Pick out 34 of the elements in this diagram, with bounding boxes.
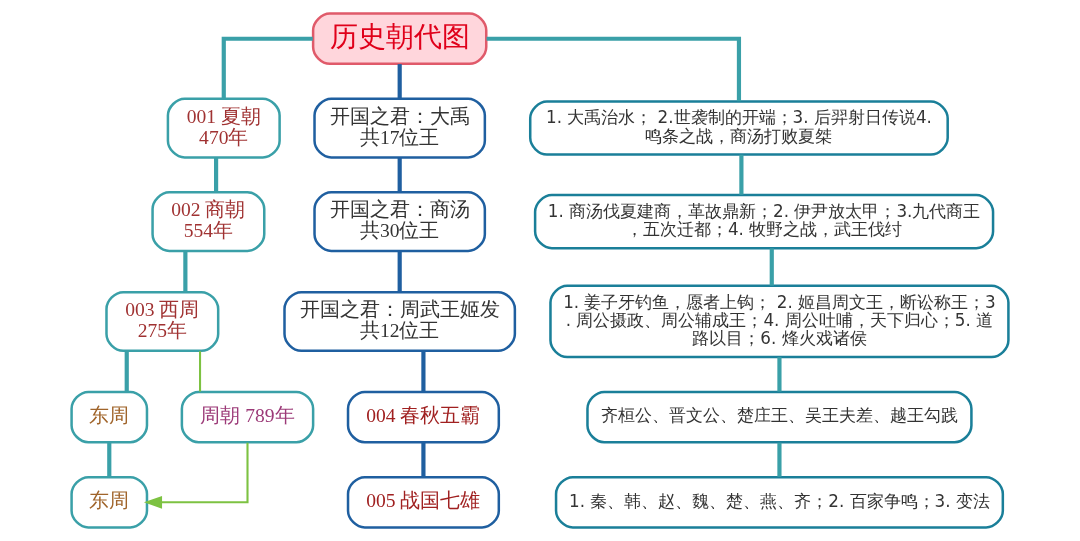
node-box: 1. 大禹治水； 2.世袭制的开端；3. 后羿射日传说4. 鸣条之战，商汤打败夏桀	[528, 100, 949, 156]
node-box: 历史朝代图	[311, 12, 488, 66]
node-box: 1. 商汤伐夏建商，革故鼎新；2. 伊尹放太甲；3.九代商王，五次迁都；4. 牧野之战，武王伐纣	[533, 193, 995, 250]
node-box: 005 战国七雄	[346, 475, 501, 529]
arrow	[143, 442, 249, 509]
node-box: 周朝 789年	[180, 390, 315, 444]
connector	[486, 36, 742, 102]
connector	[124, 351, 129, 392]
node-box: 东周	[70, 390, 149, 444]
node-box: 东周	[70, 475, 149, 529]
node-box: 1. 姜子牙钓鱼，愿者上钩； 2. 姬昌周文王，断讼称王；3. 周公摄政、周公辅成王；4. 周公吐哺，天下归心；5. 道路以目；6. 烽火戏诸侯	[549, 284, 1010, 359]
connector	[183, 251, 188, 292]
connector	[421, 442, 426, 477]
node-box: 齐桓公、晋文公、楚庄王、吴王夫差、越王勾践	[586, 390, 973, 444]
connector	[221, 36, 313, 99]
node-box: 1. 秦、韩、赵、魏、楚、燕、齐；2. 百家争鸣；3. 变法	[554, 475, 1005, 529]
connector	[777, 442, 782, 477]
connector	[199, 351, 202, 392]
connector	[107, 442, 112, 477]
node-box: 开国之君：周武王姬发 共12位王	[283, 290, 517, 353]
connector	[739, 154, 744, 195]
connector	[214, 157, 219, 192]
connector	[421, 351, 426, 392]
connector	[397, 251, 402, 292]
node-box: 001 夏朝 470年	[166, 97, 281, 159]
connector	[397, 157, 402, 192]
connector	[769, 248, 774, 286]
node-box: 002 商朝 554年	[151, 191, 266, 253]
node-box: 开国之君：商汤 共30位王	[313, 191, 487, 253]
connector	[777, 357, 782, 392]
node-box: 004 春秋五霸	[346, 390, 501, 444]
node-box: 开国之君：大禹 共17位王	[313, 97, 487, 159]
connector	[397, 64, 402, 99]
node-box: 003 西周 275年	[105, 290, 220, 353]
